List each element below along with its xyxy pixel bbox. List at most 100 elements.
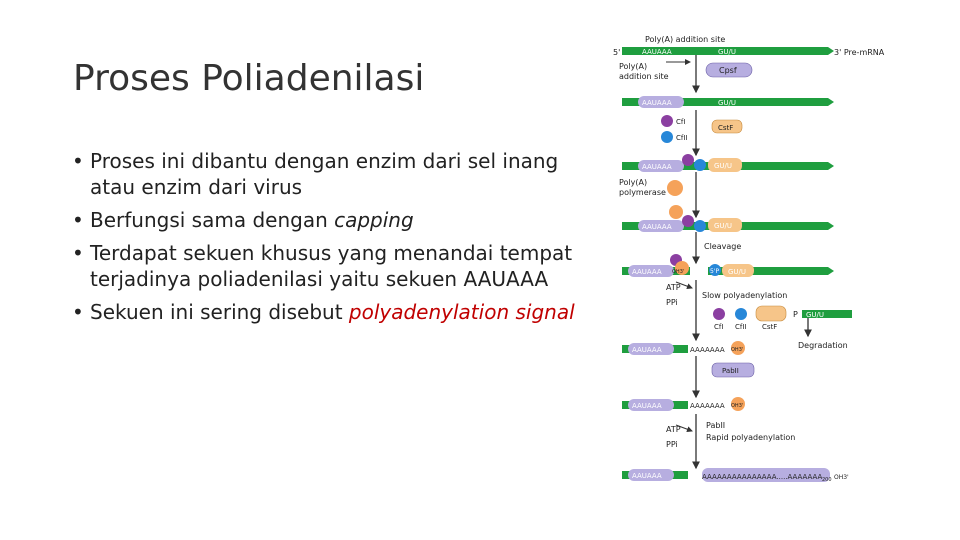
label-oh3-6: OH3' bbox=[731, 347, 743, 353]
label-aauaaa-3: AAUAAA bbox=[642, 163, 672, 171]
bullet-text-3: Terdapat sekuen khusus yang menandai tem… bbox=[90, 241, 573, 291]
label-cfii-2: CfII bbox=[676, 134, 687, 142]
label-aauaaa-4: AAUAAA bbox=[642, 223, 672, 231]
bullet-emphasis-capping: capping bbox=[334, 208, 414, 232]
cstf-box-released bbox=[755, 305, 787, 322]
cpsf-box-2 bbox=[638, 96, 684, 108]
bullet-item-3: Terdapat sekuen khusus yang menandai tem… bbox=[72, 240, 592, 292]
rna-strand-2 bbox=[622, 98, 828, 106]
bullet-text-2: Berfungsi sama dengan bbox=[90, 208, 335, 232]
label-oh3-end: OH3' bbox=[834, 474, 849, 481]
label-poly-a-tail-7: AAAAAAA bbox=[690, 402, 725, 410]
rna-strand-3-tip bbox=[828, 162, 834, 170]
label-poly-a-site-1: Poly(A) bbox=[619, 62, 647, 71]
polymerase-circle-4 bbox=[669, 205, 683, 219]
label-gu-1: GU/U bbox=[718, 48, 736, 56]
label-gu-2: GU/U bbox=[718, 99, 736, 107]
label-tail-length: 200 bbox=[822, 477, 832, 483]
bullet-item-4: Sekuen ini sering disebut polyadenylatio… bbox=[72, 299, 592, 325]
rna-strand-1 bbox=[622, 47, 828, 55]
label-pab-6: PabII bbox=[722, 367, 739, 375]
pab-coat-8 bbox=[702, 468, 830, 482]
label-aauaaa-8: AAUAAA bbox=[632, 472, 662, 480]
label-atp-1: ATP bbox=[666, 283, 681, 292]
label-gu-3: GU/U bbox=[714, 162, 732, 170]
cpsf-box-6 bbox=[628, 343, 674, 355]
atp-arrow-1 bbox=[675, 281, 693, 290]
label-aauaaa-7: AAUAAA bbox=[632, 402, 662, 410]
bullet-text-4: Sekuen ini sering disebut bbox=[90, 300, 349, 324]
label-oh3-7: OH3' bbox=[731, 403, 743, 409]
rna-strand-5-tip bbox=[828, 267, 834, 275]
label-rapid-polyadenylation: Rapid polyadenylation bbox=[706, 433, 795, 442]
label-five-prime: 5' bbox=[613, 48, 620, 57]
cpsf-box-3 bbox=[638, 160, 684, 172]
cfii-circle-released bbox=[735, 308, 747, 320]
label-cfii-released: CfII bbox=[735, 323, 746, 331]
polymerase-circle-7 bbox=[731, 397, 745, 411]
bullet-item-2: Berfungsi sama dengan capping bbox=[72, 207, 592, 233]
label-aauaaa-2: AAUAAA bbox=[642, 99, 672, 107]
cpsf-box-7 bbox=[628, 399, 674, 411]
cfi-circle-2 bbox=[661, 115, 673, 127]
cstf-box-2 bbox=[711, 119, 743, 134]
label-atp-2: ATP bbox=[666, 425, 681, 434]
label-cfi-2: CfI bbox=[676, 118, 685, 126]
label-5p: 5'P bbox=[710, 268, 719, 275]
label-p-fragment: P bbox=[793, 310, 798, 319]
rna-strand-4-tip bbox=[828, 222, 834, 230]
cfii-circle-3 bbox=[694, 159, 706, 171]
label-cstf-released: CstF bbox=[762, 323, 777, 331]
label-gu-fragment: GU/U bbox=[806, 311, 824, 319]
cstf-box-3 bbox=[708, 158, 742, 172]
label-long-poly-a-tail: AAAAAAAAAAAAAAA.....AAAAAAA bbox=[702, 473, 822, 481]
cfi-circle-3 bbox=[682, 154, 694, 166]
atp-arrow-2 bbox=[675, 424, 693, 433]
cpsf-box-1 bbox=[705, 62, 753, 78]
polymerase-circle-5 bbox=[675, 261, 689, 275]
label-slow-polyadenylation: Slow polyadenylation bbox=[702, 291, 787, 300]
label-degradation: Degradation bbox=[798, 341, 848, 350]
cstf-box-5 bbox=[722, 264, 754, 277]
label-cleavage: Cleavage bbox=[704, 242, 741, 251]
cfii-circle-4 bbox=[694, 220, 706, 232]
bullet-emphasis-polyadenylation-signal: polyadenylation signal bbox=[348, 300, 575, 324]
label-cstf-2: CstF bbox=[718, 124, 733, 132]
polymerase-circle-6 bbox=[731, 341, 745, 355]
rna-strand-1-tip bbox=[828, 47, 834, 55]
label-ppi-2: PPi bbox=[666, 440, 678, 449]
cfii-circle-2 bbox=[661, 131, 673, 143]
cpsf-box-5 bbox=[628, 265, 674, 277]
label-pre-mrna: 3' Pre-mRNA bbox=[834, 48, 885, 57]
label-poly-a-site-2: addition site bbox=[619, 72, 669, 81]
label-polymerase-1: Poly(A) bbox=[619, 178, 647, 187]
cstf-box-4 bbox=[708, 218, 742, 232]
label-poly-a-site-top: Poly(A) addition site bbox=[645, 35, 725, 44]
label-polymerase-2: polymerase bbox=[619, 188, 666, 197]
label-gu-5: GU/U bbox=[728, 268, 746, 276]
label-gu-4: GU/U bbox=[714, 222, 732, 230]
cpsf-box-4 bbox=[638, 220, 684, 232]
rna-fragment bbox=[802, 310, 852, 318]
cfi-circle-4 bbox=[682, 215, 694, 227]
cfii-circle-5 bbox=[709, 264, 721, 276]
cfi-circle-released bbox=[713, 308, 725, 320]
label-aauaaa-5: AAUAAA bbox=[632, 268, 662, 276]
rna-strand-5-right bbox=[708, 267, 828, 275]
label-cpsf-1: Cpsf bbox=[719, 66, 737, 75]
label-pab-7: PabII bbox=[706, 421, 725, 430]
label-poly-a-tail-6: AAAAAAA bbox=[690, 346, 725, 354]
label-aauaaa-1: AAUAAA bbox=[642, 48, 672, 56]
label-cfi-released: CfI bbox=[714, 323, 723, 331]
bullet-list: Proses ini dibantu dengan enzim dari sel… bbox=[72, 148, 592, 332]
bullet-item-1: Proses ini dibantu dengan enzim dari sel… bbox=[72, 148, 592, 200]
rna-strand-2-tip bbox=[828, 98, 834, 106]
page-title: Proses Poliadenilasi bbox=[73, 58, 425, 99]
label-oh3-5: OH3' bbox=[672, 269, 684, 275]
cpsf-box-8 bbox=[628, 469, 674, 481]
bullet-text-1: Proses ini dibantu dengan enzim dari sel… bbox=[90, 149, 559, 199]
pab-box-6 bbox=[711, 362, 755, 378]
label-aauaaa-6: AAUAAA bbox=[632, 346, 662, 354]
polymerase-circle-3 bbox=[667, 180, 683, 196]
